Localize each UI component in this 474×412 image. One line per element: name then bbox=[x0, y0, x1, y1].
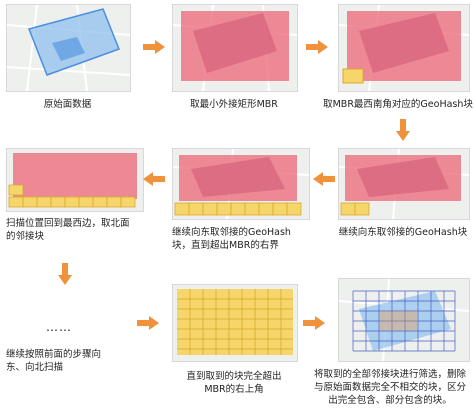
arrow-down-icon bbox=[58, 263, 72, 285]
arrow-left-icon bbox=[313, 172, 335, 186]
geohash-block bbox=[342, 68, 364, 84]
arrow-right-icon bbox=[306, 40, 328, 54]
caption-step-4: 扫描位置回到最西边，取北面 的邻接块 bbox=[6, 218, 130, 242]
caption-step-5: 继续向东取邻接的GeoHash 块，直到超出MBR的右界 bbox=[172, 227, 291, 251]
panel-mbr bbox=[172, 4, 298, 92]
ellipsis: …… bbox=[46, 320, 72, 334]
caption-step-8: 直到取到的块完全超出 MBR的右上角 bbox=[186, 371, 282, 395]
arrow-right-icon bbox=[143, 40, 165, 54]
caption-step-6: 继续向东取邻接的GeoHash块 bbox=[338, 227, 468, 238]
caption-step-7: 继续按照前面的步骤向 东、向北扫描 bbox=[6, 349, 102, 373]
panel-east-to-right bbox=[172, 148, 310, 220]
panel-east-adjacent bbox=[338, 148, 470, 220]
arrow-left-icon bbox=[143, 172, 165, 186]
panel-full-coverage bbox=[172, 284, 298, 362]
caption-step-3: 取MBR最西南角对应的GeoHash块 bbox=[323, 99, 473, 110]
arrow-down-icon bbox=[396, 119, 410, 141]
panel-filtered-blocks bbox=[338, 278, 470, 362]
arrow-right-icon bbox=[303, 316, 325, 330]
panel-original-polygon bbox=[6, 4, 131, 92]
panel-southwest-block bbox=[338, 4, 470, 92]
caption-step-1: 原始面数据 bbox=[43, 99, 92, 110]
arrow-right-icon bbox=[137, 316, 159, 330]
panel-scan-north bbox=[6, 148, 144, 212]
caption-step-2: 取最小外接矩形MBR bbox=[190, 99, 278, 110]
caption-step-9: 将取到的全部邻接块进行筛选，删除 与原始面数据完全不相交的块，区分 出完全包含、… bbox=[313, 369, 466, 406]
